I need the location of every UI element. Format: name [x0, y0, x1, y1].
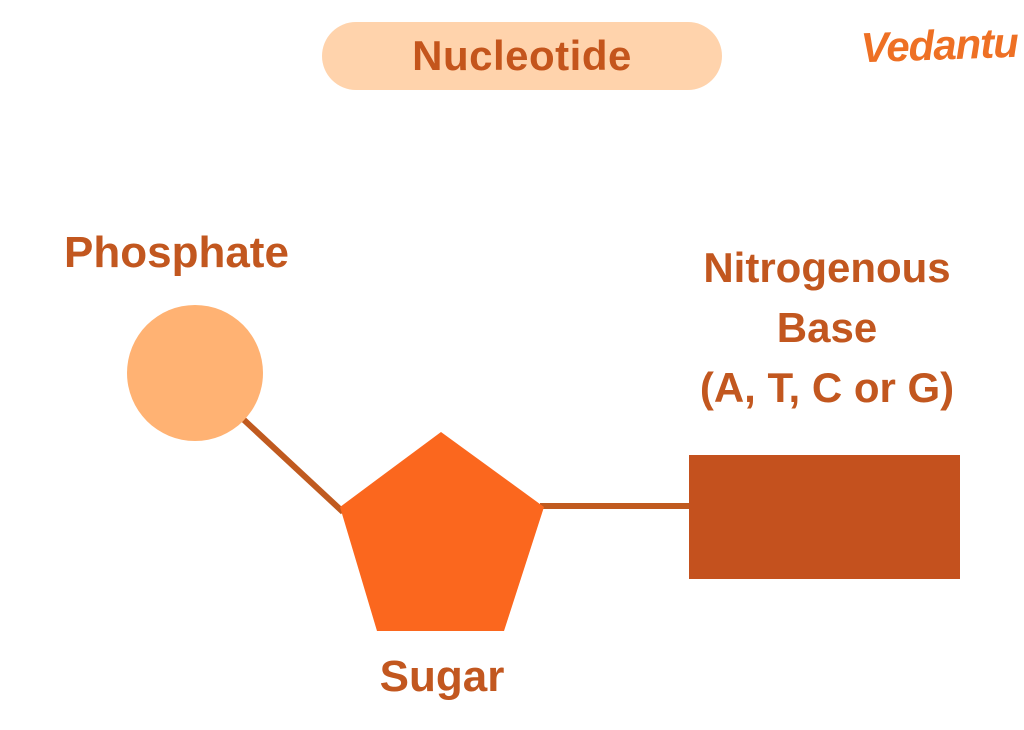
- phosphate-label: Phosphate: [64, 228, 289, 277]
- sugar-pentagon: [340, 432, 544, 631]
- nitrogenous-base-label-line1: Nitrogenous: [703, 244, 951, 291]
- phosphate-circle: [127, 305, 263, 441]
- phosphate-sugar-bond-line: [240, 416, 346, 515]
- nitrogenous-base-label-line2: Base: [776, 304, 878, 351]
- nitrogenous-base-label: Nitrogenous Base (A, T, C or G): [627, 238, 1024, 418]
- page-title: Nucleotide: [412, 32, 632, 79]
- title-pill: Nucleotide: [322, 22, 722, 90]
- nitrogenous-base-rect: [689, 455, 960, 579]
- vedantu-logo: Vedantu: [859, 18, 1019, 72]
- nitrogenous-base-label-line3: (A, T, C or G): [699, 364, 955, 411]
- sugar-label: Sugar: [379, 652, 505, 701]
